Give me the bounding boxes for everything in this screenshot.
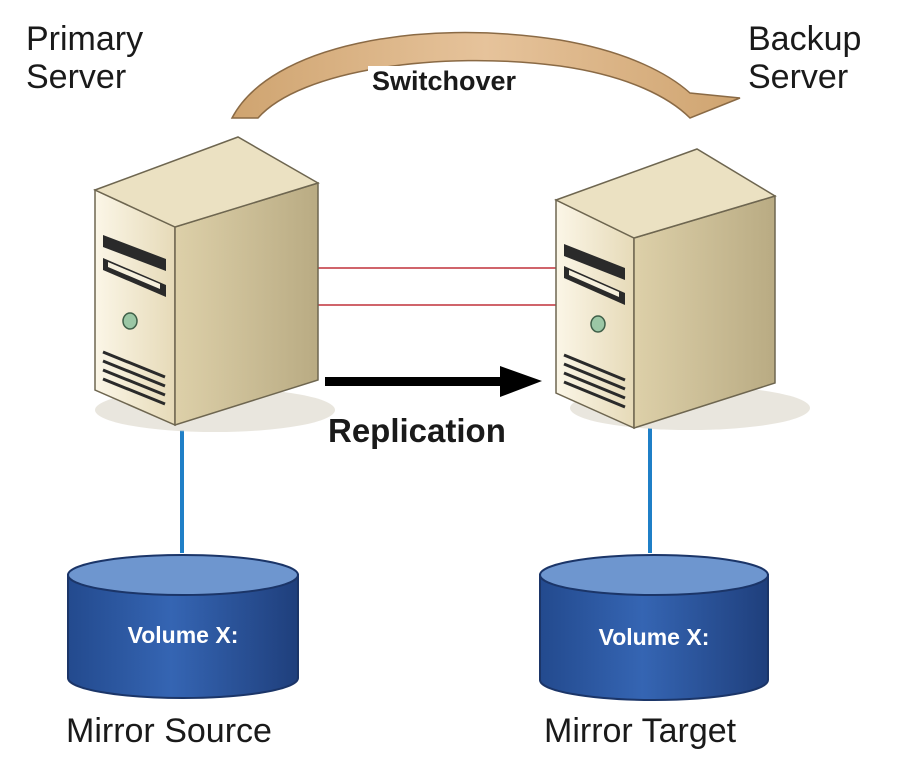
backup-server-icon (554, 148, 810, 430)
switchover-arrow (230, 31, 741, 119)
primary-server-icon (93, 136, 335, 432)
replication-arrow (325, 366, 542, 397)
target-volume-icon (539, 554, 769, 701)
replication-label: Replication (328, 412, 506, 449)
source-volume-icon (67, 554, 299, 699)
backup-server-label: Backup Server (748, 20, 861, 96)
target-volume-caption: Mirror Target (544, 712, 737, 750)
switchover-label: Switchover (368, 66, 521, 97)
target-volume-label: Volume X: (598, 624, 710, 650)
backup-server-label-line1: Backup (748, 20, 862, 58)
source-volume-caption: Mirror Source (66, 712, 272, 750)
primary-server-label-line1: Primary (26, 20, 144, 58)
primary-server-label-line2: Server (26, 58, 127, 96)
backup-server-label-line2: Server (748, 58, 849, 96)
source-volume-label: Volume X: (127, 622, 239, 648)
primary-server-label: Primary Server (26, 20, 143, 96)
